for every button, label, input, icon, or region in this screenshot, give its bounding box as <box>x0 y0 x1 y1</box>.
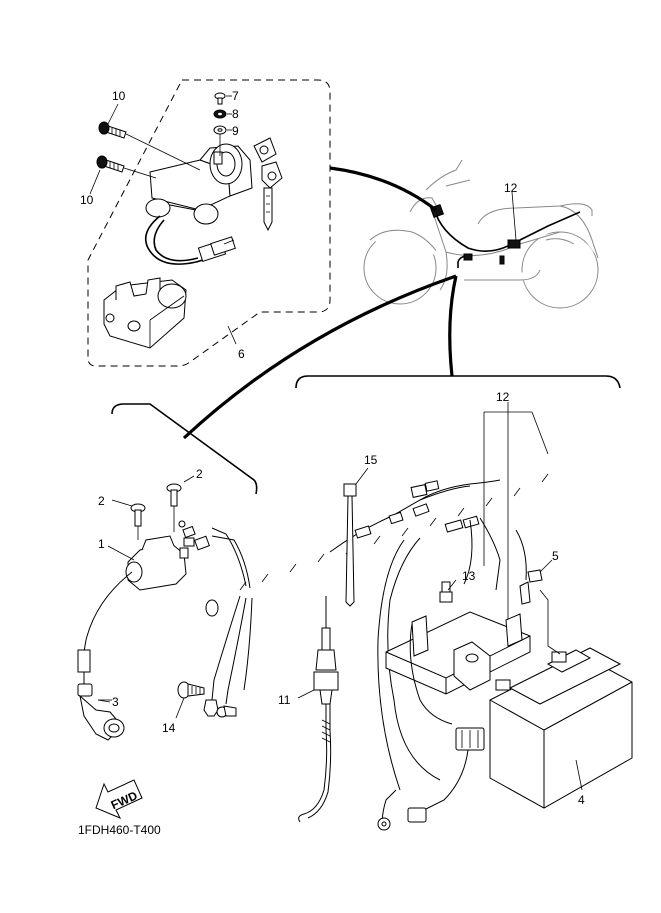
callout-10-upper: 10 <box>112 89 126 103</box>
bolt-2-left <box>111 499 146 540</box>
lock-bracket <box>103 277 237 349</box>
spark-plug-cap <box>77 683 125 741</box>
main-switch-inset <box>87 79 331 367</box>
battery-case <box>377 579 531 831</box>
wire-harness <box>182 402 573 791</box>
ignition-coil <box>77 520 195 686</box>
callout-14: 14 <box>162 721 176 735</box>
callout-11: 11 <box>278 693 291 707</box>
leader-arcs <box>182 166 458 440</box>
bolt-2-right <box>166 475 195 532</box>
battery-terminal-bracket <box>519 559 561 655</box>
callout-1: 1 <box>98 537 105 551</box>
cable-band <box>343 467 369 607</box>
washer-9 <box>213 125 232 156</box>
battery <box>489 647 633 809</box>
bolt-14 <box>175 681 205 719</box>
callout-12-harness: 12 <box>496 390 510 404</box>
screw-10-lower <box>96 155 157 179</box>
callout-2-right: 2 <box>196 467 203 481</box>
callout-7: 7 <box>232 89 239 103</box>
brake-switch <box>297 596 339 823</box>
callout-4: 4 <box>578 793 585 807</box>
forward-arrow-icon: FWD <box>95 779 143 819</box>
main-switch-assembly <box>144 137 283 265</box>
callout-13: 13 <box>462 569 476 583</box>
section-brackets <box>111 375 621 495</box>
screw-10-upper <box>98 121 201 171</box>
callout-8: 8 <box>232 107 239 121</box>
scooter-silhouette <box>363 159 599 309</box>
callout-12-scooter: 12 <box>504 181 518 195</box>
callout-3: 3 <box>112 695 119 709</box>
callout-6: 6 <box>238 347 245 361</box>
callout-labels: 1 2 2 3 4 5 6 7 8 9 10 10 11 12 12 13 14… <box>80 89 585 807</box>
diagram-code: 1FDH460-T400 <box>78 823 161 837</box>
washer-8 <box>213 109 232 119</box>
callout-9: 9 <box>232 124 239 138</box>
callout-2-left: 2 <box>98 494 105 508</box>
callout-15: 15 <box>364 453 378 467</box>
callout-5: 5 <box>552 549 559 563</box>
callout-10-lower: 10 <box>80 193 94 207</box>
screw-7 <box>214 92 232 105</box>
